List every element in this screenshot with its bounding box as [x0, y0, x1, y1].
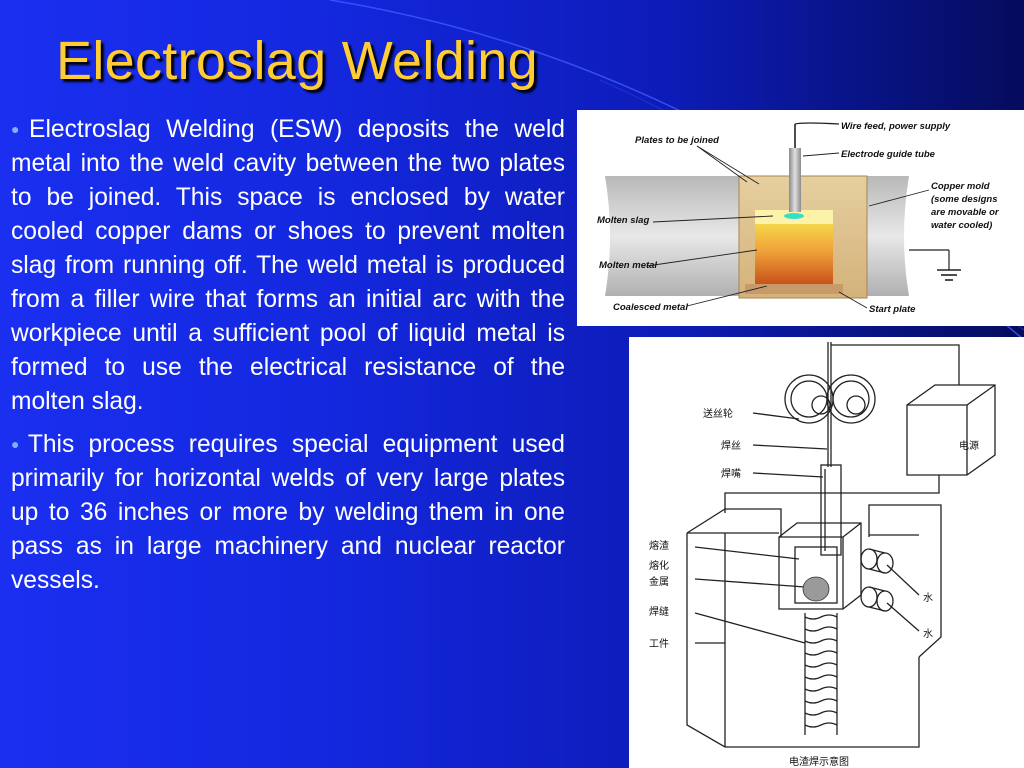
bullet-text-2: This process requires special equipment … [11, 431, 565, 594]
slide-title: Electroslag Welding [56, 31, 538, 91]
label-slag: 熔渣 [649, 539, 669, 552]
label-nozzle: 焊嘴 [721, 468, 741, 480]
start-plate [745, 284, 843, 294]
label-start-plate: Start plate [869, 304, 916, 315]
esw-diagram-svg: Plates to be joined Wire feed, power sup… [597, 121, 1000, 315]
plate-left [605, 176, 739, 296]
label-molten-metal-2: 金属 [649, 575, 669, 588]
label-copper-mold: water cooled) [931, 220, 992, 231]
label-copper-mold: are movable or [931, 207, 1000, 218]
label-water-1: 水 [923, 592, 933, 604]
label-coalesced-metal: Coalesced metal [613, 302, 688, 313]
bullet-icon: ● [11, 436, 27, 452]
figure-caption: 电渣焊示意图 [789, 755, 849, 768]
esw-schematic-figure: 送丝轮 焊丝 焊嘴 电源 熔渣 熔化 金属 焊缝 工件 水 水 电渣焊示意图 [629, 337, 1024, 768]
esw-schematic-svg: 送丝轮 焊丝 焊嘴 电源 熔渣 熔化 金属 焊缝 工件 水 水 电渣焊示意图 [649, 342, 996, 768]
label-water-2: 水 [923, 628, 933, 640]
label-wire: 焊丝 [721, 440, 741, 452]
bullet-icon: ● [11, 121, 29, 137]
plate-right [867, 176, 909, 296]
bullet-text-1: Electroslag Welding (ESW) deposits the w… [11, 116, 565, 415]
leader-lines [646, 145, 930, 309]
label-guide-tube: Electrode guide tube [841, 149, 936, 160]
label-molten-metal: Molten metal [599, 260, 657, 271]
label-copper-mold: (some designs [931, 194, 998, 205]
label-molten-metal-1: 熔化 [649, 559, 669, 572]
molten-metal [755, 224, 833, 284]
body-text: ●Electroslag Welding (ESW) deposits the … [11, 112, 565, 606]
label-wire-feed: Wire feed, power supply [841, 121, 951, 132]
molten-metal-blob [802, 576, 830, 602]
schematic-lines [686, 342, 996, 748]
electrode-guide-tube [789, 148, 801, 212]
label-feed-wheel: 送丝轮 [703, 407, 733, 420]
bullet-paragraph-2: ●This process requires special equipment… [11, 427, 565, 598]
label-copper-mold: Copper mold [931, 181, 990, 192]
label-workpiece: 工件 [649, 638, 669, 650]
arc-glow [784, 213, 804, 219]
esw-diagram-figure: Plates to be joined Wire feed, power sup… [577, 110, 1024, 326]
label-power: 电源 [959, 439, 979, 452]
bullet-paragraph-1: ●Electroslag Welding (ESW) deposits the … [11, 112, 565, 419]
label-weld-seam: 焊缝 [649, 605, 669, 618]
label-plates: Plates to be joined [635, 135, 719, 146]
wire-feed-line [794, 122, 840, 125]
label-molten-slag: Molten slag [597, 215, 649, 226]
